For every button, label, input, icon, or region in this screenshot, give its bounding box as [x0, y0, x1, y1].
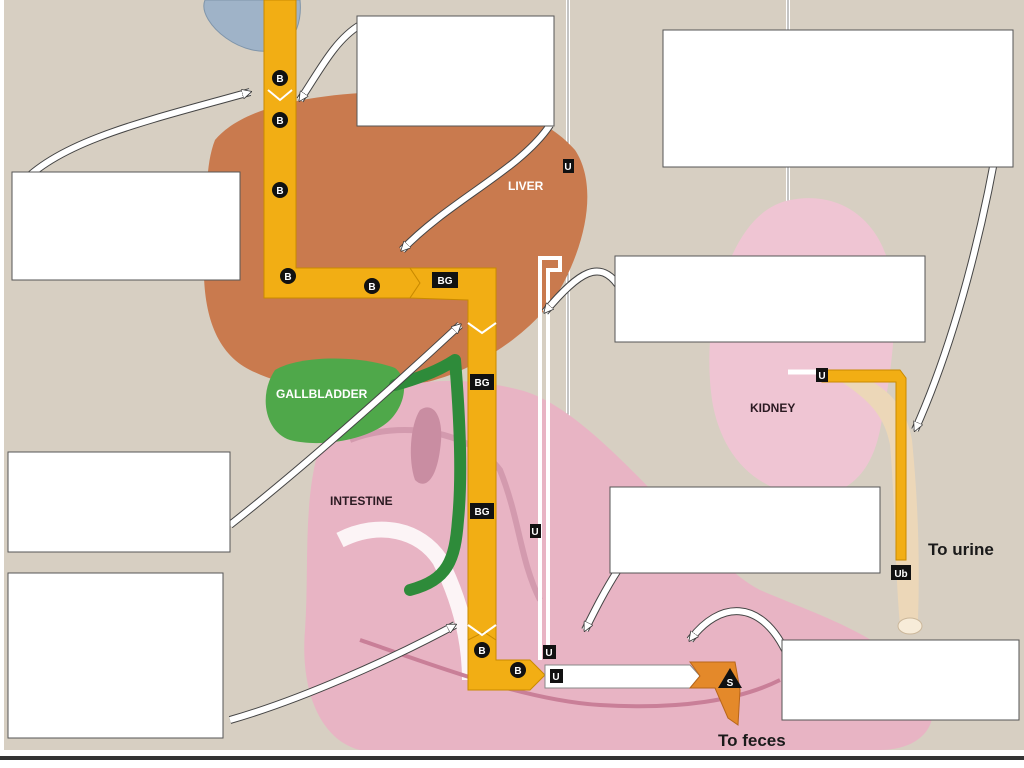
blank-label-box-1[interactable] — [356, 15, 555, 127]
svg-text:Ub: Ub — [894, 569, 907, 580]
svg-text:B: B — [284, 272, 291, 283]
node-b-5: B — [364, 278, 380, 294]
fecal-channel — [544, 664, 701, 689]
kidney-label: KIDNEY — [750, 401, 795, 415]
node-bg-3: BG — [470, 503, 494, 519]
blank-label-box-5[interactable] — [7, 451, 231, 553]
node-u-4: U — [550, 669, 563, 683]
node-b-2: B — [272, 112, 288, 128]
svg-text:B: B — [276, 116, 283, 127]
node-s: S — [718, 668, 742, 689]
svg-text:B: B — [478, 646, 485, 657]
svg-text:B: B — [368, 282, 375, 293]
svg-text:U: U — [818, 371, 825, 382]
intestine-label: INTESTINE — [330, 494, 393, 508]
svg-text:U: U — [531, 527, 538, 538]
svg-text:B: B — [276, 186, 283, 197]
svg-text:U: U — [545, 648, 552, 659]
enterohepatic-return-path — [538, 256, 562, 660]
node-b-3: B — [272, 182, 288, 198]
to-urine-label: To urine — [928, 540, 994, 559]
node-u-5: U — [816, 368, 828, 382]
blank-label-box-8[interactable] — [781, 639, 1020, 721]
svg-text:B: B — [276, 74, 283, 85]
svg-text:U: U — [552, 672, 559, 683]
blank-label-box-2[interactable] — [662, 29, 1014, 168]
node-bg-2: BG — [470, 374, 494, 390]
intestine-lumen — [410, 407, 442, 484]
blank-label-box-4[interactable] — [614, 255, 926, 343]
node-u-3: U — [543, 645, 556, 659]
node-u-2: U — [530, 524, 541, 538]
svg-text:B: B — [514, 666, 521, 677]
liver-label: LIVER — [508, 179, 544, 193]
node-b-6: B — [474, 642, 490, 658]
svg-text:U: U — [564, 162, 571, 173]
svg-text:BG: BG — [438, 276, 453, 287]
blank-label-box-3[interactable] — [11, 171, 241, 281]
blank-label-box-6[interactable] — [609, 486, 881, 574]
callout-arrows — [17, 21, 1009, 724]
gallbladder-label: GALLBLADDER — [276, 387, 368, 401]
blank-label-box-7[interactable] — [7, 572, 224, 739]
node-ub: Ub — [891, 565, 911, 580]
gallbladder — [265, 358, 405, 444]
svg-text:BG: BG — [475, 378, 490, 389]
to-feces-label: To feces — [718, 731, 786, 750]
svg-text:S: S — [727, 678, 734, 689]
node-b-1: B — [272, 70, 288, 86]
node-b-7: B — [510, 662, 526, 678]
node-u-1: U — [563, 159, 574, 173]
node-bg-1: BG — [432, 272, 458, 288]
svg-text:BG: BG — [475, 507, 490, 518]
node-b-4: B — [280, 268, 296, 284]
